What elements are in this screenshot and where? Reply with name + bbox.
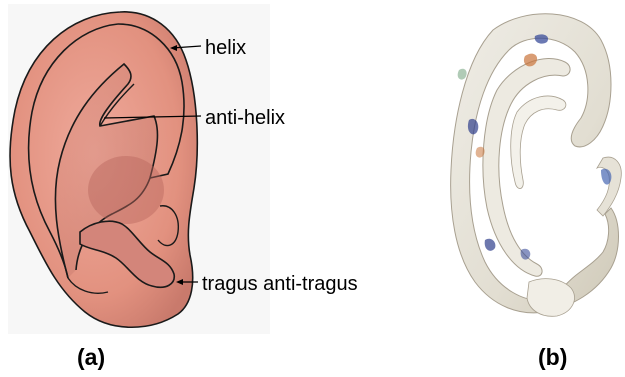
ear-diagram-panel: helix anti-helix tragus anti-tragus bbox=[0, 0, 400, 340]
cartilage-crus bbox=[511, 96, 566, 189]
caption-panel-a: (a) bbox=[77, 344, 105, 371]
concha-shadow bbox=[88, 156, 164, 224]
ear-illustration: helix anti-helix tragus anti-tragus bbox=[0, 0, 400, 340]
caption-panel-b: (b) bbox=[538, 344, 567, 371]
label-helix: helix bbox=[205, 37, 246, 59]
label-antihelix: anti-helix bbox=[205, 107, 285, 129]
stain-green-1 bbox=[458, 69, 467, 80]
ear-model-photo-panel bbox=[425, 0, 625, 340]
cartilage-tragus bbox=[597, 157, 621, 216]
ear-cartilage-photo bbox=[425, 0, 625, 340]
stain-blue-3 bbox=[485, 239, 496, 251]
cartilage-antihelix bbox=[483, 58, 570, 276]
stain-blue-1 bbox=[535, 34, 548, 43]
label-tragus: tragus anti-tragus bbox=[202, 273, 358, 295]
stain-blue-2 bbox=[468, 119, 478, 134]
